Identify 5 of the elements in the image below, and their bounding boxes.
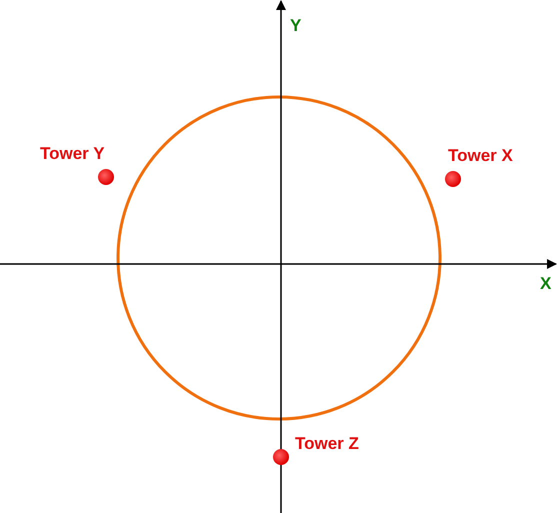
tower-label: Tower Y <box>40 144 105 164</box>
tower-label: Tower X <box>448 146 513 166</box>
axis-label: Y <box>290 16 302 36</box>
tower-label: Tower Z <box>295 434 359 454</box>
axis-label: X <box>540 274 552 294</box>
